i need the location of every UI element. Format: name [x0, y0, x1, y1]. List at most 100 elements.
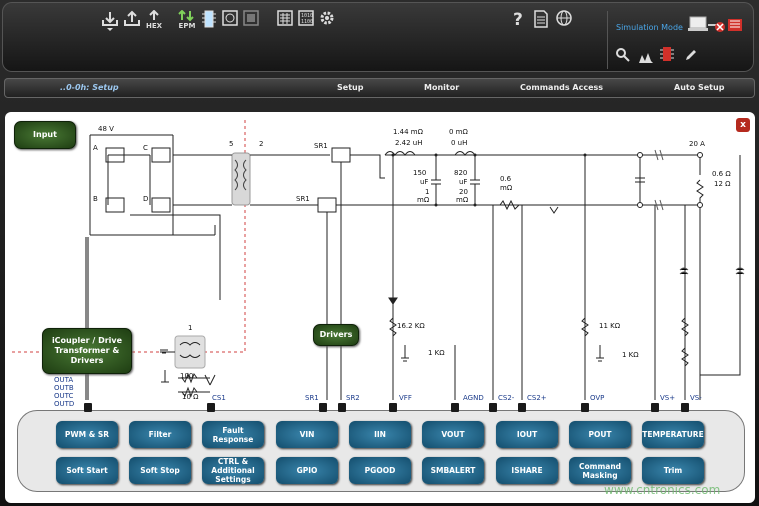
tab-setup[interactable]: Setup — [337, 83, 364, 92]
cmd-command-masking[interactable]: Command Masking — [569, 457, 631, 484]
calculator-icon[interactable] — [277, 10, 293, 36]
chip-icon[interactable] — [201, 10, 217, 36]
pin-cs2-plus — [518, 403, 526, 412]
help-icon[interactable]: ? — [512, 10, 526, 36]
out-a-label: OUTA — [54, 376, 74, 384]
epm-icon[interactable]: EPM — [176, 10, 198, 36]
pin-agnd-label: AGND — [463, 394, 484, 402]
cmd-vin[interactable]: VIN — [276, 421, 338, 448]
pin-vff — [389, 403, 397, 412]
out-c-label: OUTC — [54, 392, 74, 400]
red-chip-icon[interactable] — [660, 46, 674, 66]
cmd-ctrl-additional-settings[interactable]: CTRL & Additional Settings — [202, 457, 264, 484]
l1-inductance: 2.42 uH — [395, 139, 423, 147]
cmd-soft-stop[interactable]: Soft Stop — [129, 457, 191, 484]
pin-vs-minus — [681, 403, 689, 412]
laptop-disconnected-icon[interactable] — [688, 15, 748, 39]
simulation-mode-label: Simulation Mode — [616, 23, 683, 32]
r-vff-value: 16.2 KΩ — [397, 322, 425, 330]
switch-a-label: A — [93, 144, 98, 152]
cmd-soft-start[interactable]: Soft Start — [56, 457, 118, 484]
input-voltage-label: 48 V — [98, 125, 114, 133]
l2-resistance: 0 mΩ — [449, 128, 468, 136]
cmd-iout[interactable]: IOUT — [496, 421, 558, 448]
monitor-refresh-icon[interactable] — [222, 10, 238, 36]
pin-sr1 — [319, 403, 327, 412]
pin-cs2-minus-label: CS2- — [498, 394, 515, 402]
load-current: 20 A — [689, 140, 705, 148]
document-icon[interactable] — [533, 10, 549, 36]
tab-auto-setup[interactable]: Auto Setup — [674, 83, 725, 92]
cmd-pout[interactable]: POUT — [569, 421, 631, 448]
switch-d-label: D — [143, 195, 149, 203]
pin-agnd — [451, 403, 459, 412]
l1-resistance: 1.44 mΩ — [393, 128, 423, 136]
cmd-pgood[interactable]: PGOOD — [349, 457, 411, 484]
grid-window-icon[interactable] — [243, 10, 259, 36]
cmd-vout[interactable]: VOUT — [422, 421, 484, 448]
upload-icon[interactable] — [122, 10, 142, 36]
r-10-value: 10 Ω — [182, 393, 199, 401]
cmd-ishare[interactable]: ISHARE — [496, 457, 558, 484]
cmd-fault-response[interactable]: Fault Response — [202, 421, 264, 448]
pin-ovp-label: OVP — [590, 394, 605, 402]
c1-unit: uF — [420, 178, 429, 186]
pin-sr2 — [338, 403, 346, 412]
drivers-button[interactable]: Drivers — [313, 324, 359, 346]
cmd-pwm-sr[interactable]: PWM & SR — [56, 421, 118, 448]
pin-out — [84, 403, 92, 412]
cmd-temperature[interactable]: TEMPERATURE — [642, 421, 704, 448]
shunt-unit: mΩ — [500, 184, 513, 192]
pin-vs-plus-label: VS+ — [660, 394, 676, 402]
svg-text:?: ? — [513, 10, 523, 28]
svg-text:1100: 1100 — [301, 19, 313, 25]
zoom-icon[interactable] — [616, 47, 630, 66]
input-button[interactable]: Input — [14, 121, 76, 149]
pin-cs1-label: CS1 — [212, 394, 226, 402]
cmd-smbalert[interactable]: SMBALERT — [422, 457, 484, 484]
load-r1: 0.6 Ω — [712, 170, 731, 178]
pin-cs2-minus — [489, 403, 497, 412]
navigation-bar: ..0-0h: Setup Setup Monitor Commands Acc… — [4, 78, 755, 98]
close-button[interactable]: x — [736, 118, 750, 132]
icoupler-button[interactable]: iCoupler / Drive Transformer & Drivers — [42, 328, 132, 374]
pin-vff-label: VFF — [399, 394, 412, 402]
hex-export-icon[interactable]: HEX — [143, 10, 165, 36]
tab-monitor[interactable]: Monitor — [424, 83, 460, 92]
cmd-filter[interactable]: Filter — [129, 421, 191, 448]
cmd-gpio[interactable]: GPIO — [276, 457, 338, 484]
epm-label: EPM — [178, 22, 196, 30]
hex-label: HEX — [145, 22, 163, 30]
download-icon[interactable] — [100, 10, 120, 36]
waveform-icon[interactable] — [638, 49, 654, 68]
c2-value: 820 — [454, 169, 468, 177]
device-title: ..0-0h: Setup — [60, 83, 119, 92]
out-b-label: OUTB — [54, 384, 74, 392]
c2-unit: uF — [459, 178, 468, 186]
simulation-area: Simulation Mode — [607, 11, 753, 69]
tab-commands-access[interactable]: Commands Access — [520, 83, 604, 92]
r-ovp-value: 11 KΩ — [599, 322, 621, 330]
switch-c-label: C — [143, 144, 148, 152]
cmd-trim[interactable]: Trim — [642, 457, 704, 484]
c2-esr-unit: mΩ — [456, 196, 469, 204]
c1-value: 150 — [413, 169, 427, 177]
watermark: www.cntronics.com — [604, 483, 721, 497]
out-d-label: OUTD — [54, 400, 75, 408]
pin-cs2-plus-label: CS2+ — [527, 394, 547, 402]
pin-sr1-label: SR1 — [305, 394, 319, 402]
c1-esr: 1 — [425, 188, 430, 196]
pin-ovp — [581, 403, 589, 412]
c1-esr-unit: mΩ — [417, 196, 430, 204]
switch-b-label: B — [93, 195, 98, 203]
cmd-iin[interactable]: IIN — [349, 421, 411, 448]
svg-text:1010: 1010 — [301, 13, 313, 19]
pin-sr2-label: SR2 — [346, 394, 360, 402]
gear-icon[interactable] — [318, 10, 336, 36]
globe-icon[interactable] — [555, 10, 573, 36]
transformer-label-5: 5 — [229, 140, 234, 148]
pin-vs-plus — [651, 403, 659, 412]
pencil-icon[interactable] — [684, 47, 698, 66]
